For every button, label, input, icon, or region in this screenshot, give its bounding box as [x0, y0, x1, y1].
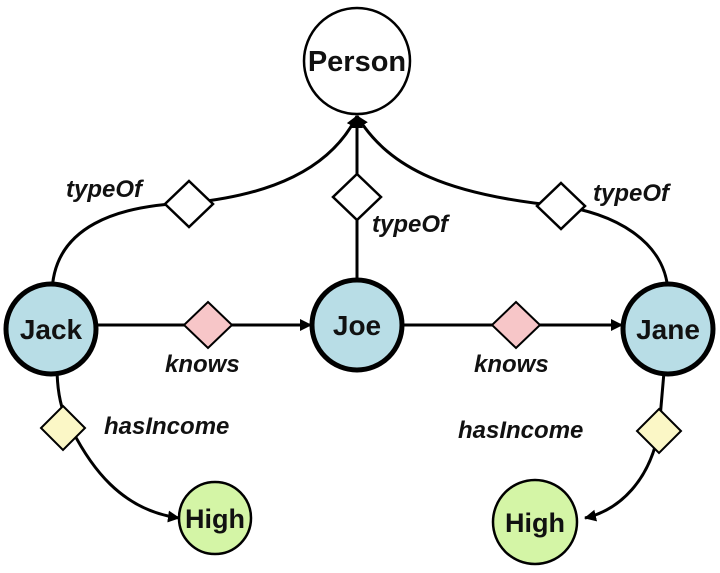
node-person-label: Person: [308, 46, 406, 78]
node-person: Person: [302, 6, 412, 116]
node-jack: Jack: [3, 281, 99, 377]
knows-diamond-left: [182, 300, 234, 350]
node-jane: Jane: [620, 281, 716, 377]
node-jane-label: Jane: [636, 314, 700, 345]
edge-jack-hasincome-high: [55, 366, 180, 523]
node-high-right-label: High: [505, 508, 565, 538]
hasincome-diamond-right: [635, 407, 683, 455]
node-high-right-circle: [491, 478, 579, 566]
node-person-circle: [302, 6, 412, 116]
node-high-left-label: High: [185, 504, 245, 534]
typeof-diamond-jack: [163, 179, 215, 229]
label-joe-knows-jane: knows: [474, 351, 549, 378]
label-jane-typeof: typeOf: [593, 180, 671, 207]
typeof-diamond-jane: [535, 181, 587, 231]
label-jack-knows-joe: knows: [165, 351, 240, 378]
node-high-right: High: [491, 478, 579, 566]
label-jane-hasincome: hasIncome: [458, 417, 583, 444]
node-joe: Joe: [309, 277, 405, 373]
knows-diamond-right: [490, 300, 542, 350]
typeof-diamond-joe: [331, 172, 383, 222]
node-jack-label: Jack: [20, 314, 83, 345]
node-joe-circle: [309, 277, 405, 373]
hasincome-diamond-left: [39, 404, 87, 452]
nodes: Person Jack Joe Jane High High: [3, 6, 716, 566]
node-high-left-circle: [177, 480, 253, 556]
node-joe-label: Joe: [333, 310, 381, 341]
label-jack-hasincome: hasIncome: [104, 413, 229, 440]
connectors: [39, 172, 683, 455]
label-joe-typeof: typeOf: [372, 211, 450, 238]
node-jack-circle: [3, 281, 99, 377]
label-jack-typeof: typeOf: [66, 176, 144, 203]
node-jane-circle: [620, 281, 716, 377]
edge-labels: typeOf typeOf typeOf knows knows hasInco…: [66, 176, 671, 444]
node-high-left: High: [177, 480, 253, 556]
